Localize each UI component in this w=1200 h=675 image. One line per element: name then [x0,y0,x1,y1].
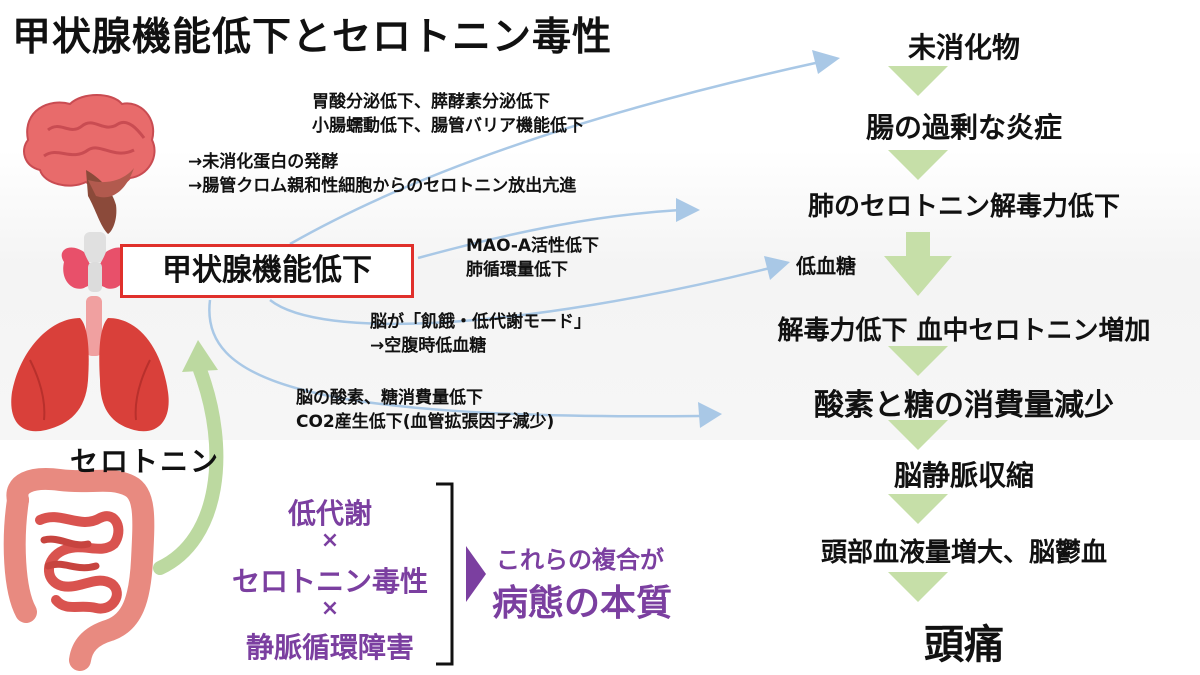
page-title: 甲状腺機能低下とセロトニン毒性 [12,15,613,60]
flow-arrow [888,150,948,180]
intestine-icon [3,468,155,671]
brain-icon [23,94,156,234]
flow-arrow [884,232,952,296]
flow-step-serotonin-increase: 解毒力低下 血中セロトニン増加 [777,316,1151,346]
note-fermentation: →未消化蛋白の発酵 →腸管クロム親和性細胞からのセロトニン放出亢進 [188,150,576,198]
note-line: 脳が「飢餓・低代謝モード」 [370,312,591,332]
note-line: 胃酸分泌低下、膵酵素分泌低下 [312,92,550,112]
summary-venous-disorder: 静脈循環障害 [245,631,414,664]
flow-arrow [888,572,948,602]
note-mao: MAO-A活性低下 肺循環量低下 [466,234,599,282]
summary-serotonin-toxicity: セロトニン毒性 [231,565,428,598]
flow-arrows [884,66,952,602]
flow-step-undigested: 未消化物 [907,31,1020,64]
conclusion-line-1: これらの複合が [496,546,664,574]
flow-step-lung-detox: 肺のセロトニン解毒力低下 [807,192,1120,222]
summary-times-1: × [320,528,340,553]
arrow-to-hypoglycemia [269,266,771,326]
flow-step-congestion: 頭部血液量増大、脳鬱血 [820,538,1107,568]
conclusion-triangle [466,546,486,602]
note-line: MAO-A活性低下 [466,236,600,256]
flow-arrow [888,494,948,524]
flow-step-vein-constriction: 脳静脈収縮 [893,459,1034,492]
arrow-to-oxygen [208,299,701,418]
note-line: CO2産生低下(血管拡張因子減少) [296,412,555,432]
note-stomach: 胃酸分泌低下、膵酵素分泌低下 小腸蠕動低下、腸管バリア機能低下 [312,90,584,138]
note-line: →腸管クロム親和性細胞からのセロトニン放出亢進 [188,176,577,196]
arrow-to-lung-detox [417,208,681,260]
flow-step-headache: 頭痛 [924,622,1004,668]
thyroid-icon [61,232,129,292]
note-line: →未消化蛋白の発酵 [188,152,339,172]
lungs-icon [11,296,169,432]
arrow-to-undigested [289,60,821,246]
flow-step-oxygen-glucose: 酸素と糖の消費量減少 [814,388,1114,423]
flow-step-inflammation: 腸の過剰な炎症 [865,111,1062,144]
note-oxygen: 脳の酸素、糖消費量低下 CO2産生低下(血管拡張因子減少) [296,386,554,434]
hypothyroid-box: 甲状腺機能低下 [120,244,414,298]
conclusion-line-2: 病態の本質 [492,583,673,624]
flow-step-hypoglycemia: 低血糖 [796,254,856,278]
serotonin-label: セロトニン [70,445,221,478]
summary-bracket [436,482,454,666]
summary-times-2: × [320,596,340,621]
note-line: 小腸蠕動低下、腸管バリア機能低下 [312,116,584,136]
note-line: 肺循環量低下 [466,260,568,280]
note-brain-mode: 脳が「飢餓・低代謝モード」 →空腹時低血糖 [370,310,591,358]
serotonin-arrow [153,363,224,575]
flow-arrow [888,66,948,96]
flow-arrow [888,346,948,376]
note-line: →空腹時低血糖 [370,336,487,356]
note-line: 脳の酸素、糖消費量低下 [296,388,483,408]
summary-hypometabolism: 低代謝 [287,497,372,530]
flow-arrow [888,420,948,450]
